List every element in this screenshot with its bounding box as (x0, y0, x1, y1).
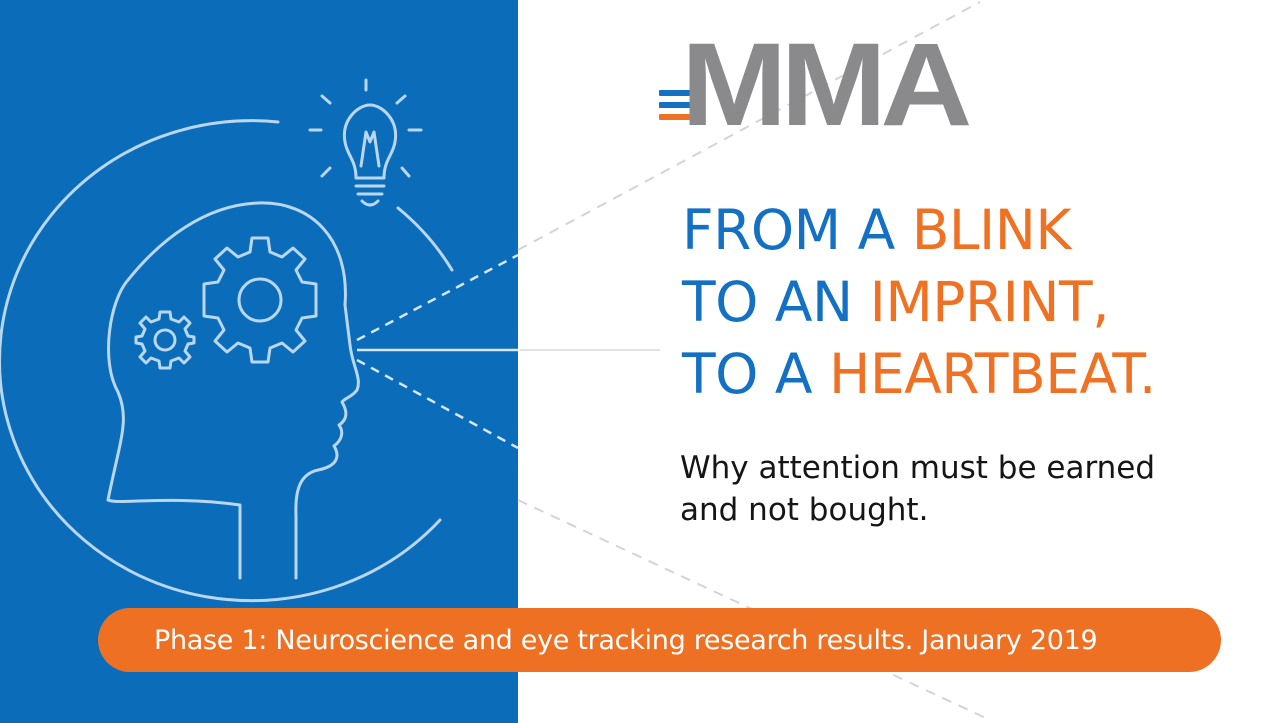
headline-line-1: FROM A BLINK (682, 198, 1072, 262)
logo-bar (659, 102, 703, 108)
subtitle: Why attention must be earned and not bou… (680, 447, 1155, 531)
logo-bar (659, 90, 703, 96)
lightbulb-icon (308, 78, 423, 207)
banner-text: Phase 1: Neuroscience and eye tracking r… (154, 624, 1098, 656)
small-gear-icon (134, 310, 196, 370)
head-profile-icon (106, 201, 360, 580)
outer-circle-arc-top (396, 206, 454, 272)
phase-banner: Phase 1: Neuroscience and eye tracking r… (98, 608, 1221, 672)
logo-text: MMA (681, 19, 972, 151)
subtitle-line-1: Why attention must be earned (680, 450, 1156, 486)
headline-line-2: TO AN IMPRINT, (682, 270, 1110, 334)
logo-bar (659, 114, 703, 120)
headline: FROM A BLINK TO AN IMPRINT, TO A HEARTBE… (682, 194, 1156, 410)
outer-circle-arc (0, 119, 442, 603)
subtitle-line-2: and not bought. (680, 492, 929, 528)
vision-lines (356, 253, 519, 450)
headline-line-3: TO A HEARTBEAT. (682, 342, 1156, 406)
mma-logo: MMA (655, 26, 995, 144)
gear-icon (202, 236, 318, 364)
